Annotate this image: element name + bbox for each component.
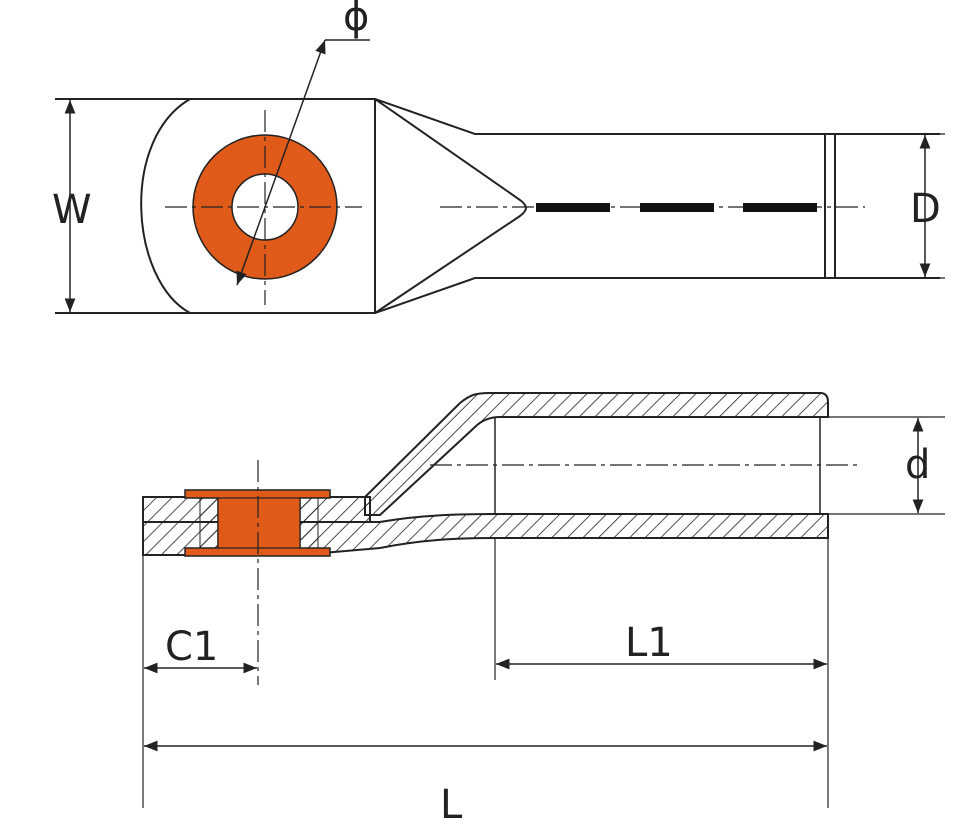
crimp-mark xyxy=(640,203,714,212)
top-view-outline xyxy=(55,98,940,314)
c1-label: C1 xyxy=(165,624,218,670)
tongue-outline xyxy=(140,98,191,314)
barrel-wall-upper xyxy=(364,392,829,516)
crimp-mark xyxy=(743,203,817,212)
section-view: d C1 L1 L xyxy=(142,392,945,828)
width-label: W xyxy=(52,187,92,233)
outer-diameter-label: D xyxy=(910,186,941,232)
taper-outline xyxy=(374,98,527,314)
top-view: ϕ W D xyxy=(52,0,945,314)
length-label: L xyxy=(440,782,463,828)
inner-diameter-label: d xyxy=(905,442,930,488)
diameter-label: ϕ xyxy=(343,0,369,40)
l1-label: L1 xyxy=(625,620,673,666)
crimp-mark xyxy=(536,203,610,212)
